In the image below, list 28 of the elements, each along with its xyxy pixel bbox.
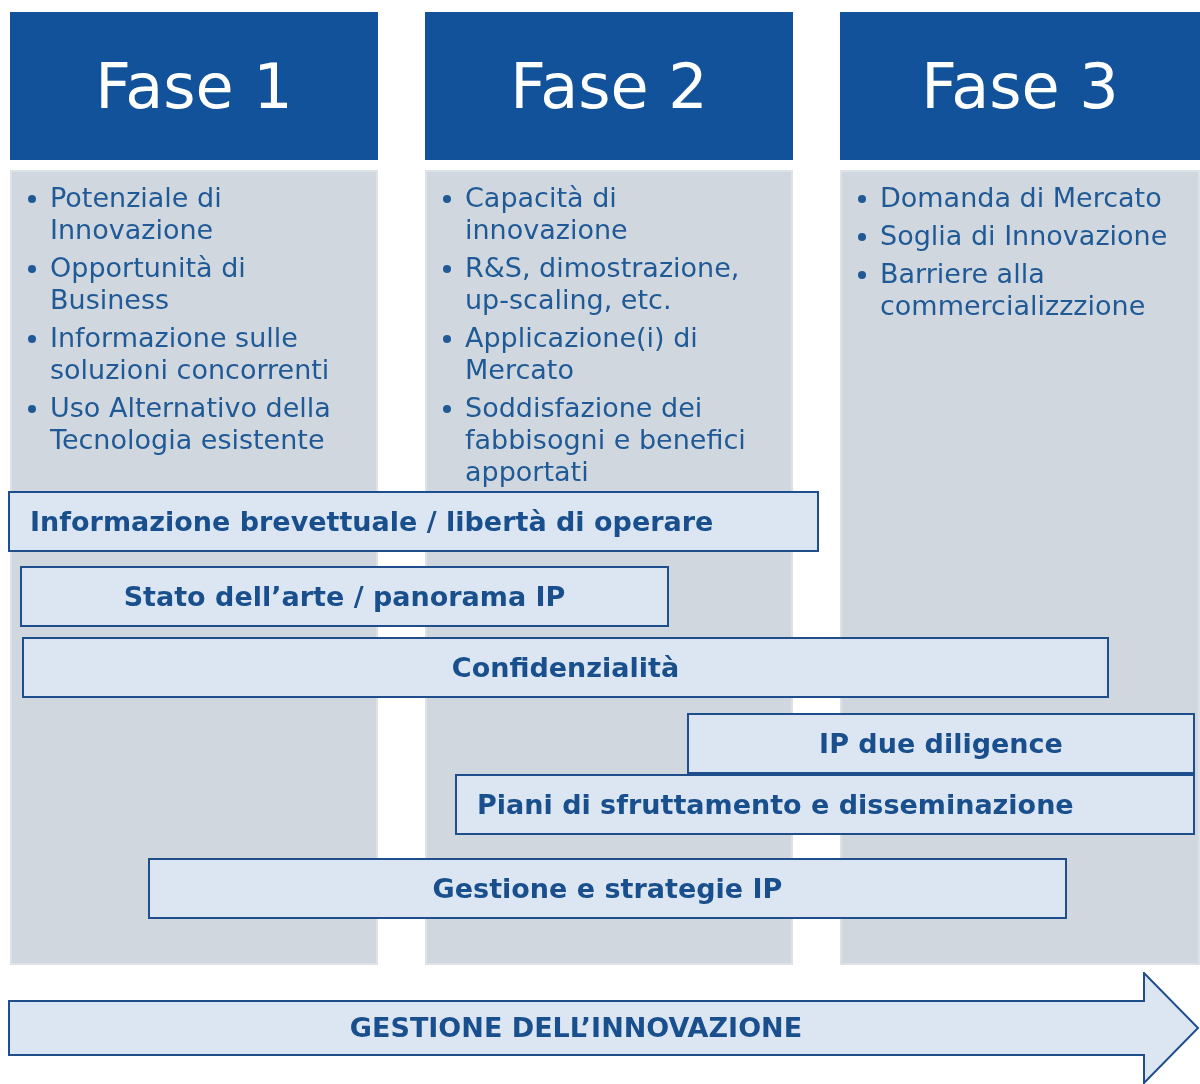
activity-bar [687,713,1195,774]
phase-header: Fase 3 [840,12,1200,160]
activity-bar [148,858,1067,919]
bullet-text: Uso Alternativo della Tecnologia esistente [50,392,331,455]
bar-label: IP due diligence [819,728,1063,759]
phase-header: Fase 2 [425,12,793,160]
bullet-text: Informazione sulle soluzioni concorrenti [50,322,330,385]
bullet-text: Opportunità di Business [50,252,246,315]
arrow-label: GESTIONE DELL’INNOVAZIONE [348,1011,804,1045]
bullet-text: Soglia di Innovazione [880,220,1168,251]
bullet-text: Domanda di Mercato [880,182,1162,213]
bar-label: Confidenzialità [451,652,680,683]
activity-bar [20,566,669,627]
bullet-text: R&S, dimostrazione, up-scaling, etc. [465,252,740,315]
bullet-text: Capacità di innovazione [465,182,628,245]
activity-bar [8,491,819,552]
process-arrow [8,972,1200,1084]
bar-label: Piani di sfruttamento e disseminazione [477,789,1074,820]
phase-header: Fase 1 [10,12,378,160]
bullet-text: Potenziale di Innovazione [50,182,222,245]
activity-bar [22,637,1109,698]
activity-bar [455,774,1195,835]
bullet-text: Soddisfazione dei fabbisogni e benefici apportati [465,392,746,487]
bar-label: Gestione e strategie IP [432,873,783,904]
bullet-text: Barriere alla commercializzzione [880,258,1146,321]
bar-label: Stato dell’arte / panorama IP [123,581,566,612]
bar-label: Informazione brevettuale / libertà di operare [30,506,714,537]
bullet-text: Applicazione(i) di Mercato [465,322,698,385]
